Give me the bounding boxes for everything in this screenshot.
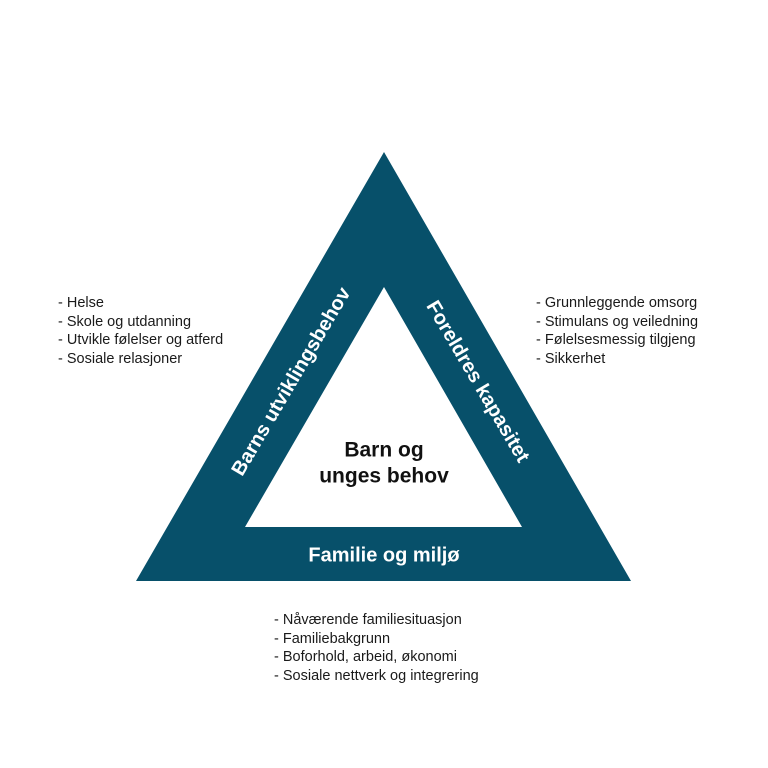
list-barns-utviklingsbehov: Helse Skole og utdanning Utvikle følelse… <box>58 294 223 368</box>
list-item: Familiebakgrunn <box>274 630 479 649</box>
list-item: Grunnleggende omsorg <box>536 294 698 313</box>
list-item: Sikkerhet <box>536 350 698 369</box>
center-label-line-1: Barn og <box>344 439 423 462</box>
list-item: Nåværende familiesituasjon <box>274 611 479 630</box>
list-foreldres-kapasitet: Grunnleggende omsorg Stimulans og veiled… <box>536 294 698 368</box>
side-label-bottom: Familie og miljø <box>308 544 460 566</box>
list-item: Stimulans og veiledning <box>536 313 698 332</box>
list-familie-og-miljo: Nåværende familiesituasjon Familiebakgru… <box>274 611 479 685</box>
list-item: Boforhold, arbeid, økonomi <box>274 648 479 667</box>
center-label-line-2: unges behov <box>319 465 449 488</box>
list-item: Skole og utdanning <box>58 313 223 332</box>
list-item: Sosiale relasjoner <box>58 350 223 369</box>
list-item: Sosiale nettverk og integrering <box>274 667 479 686</box>
list-item: Utvikle følelser og atferd <box>58 331 223 350</box>
list-item: Følelsesmessig tilgjeng <box>536 331 698 350</box>
triangle-frame <box>136 152 631 581</box>
list-item: Helse <box>58 294 223 313</box>
